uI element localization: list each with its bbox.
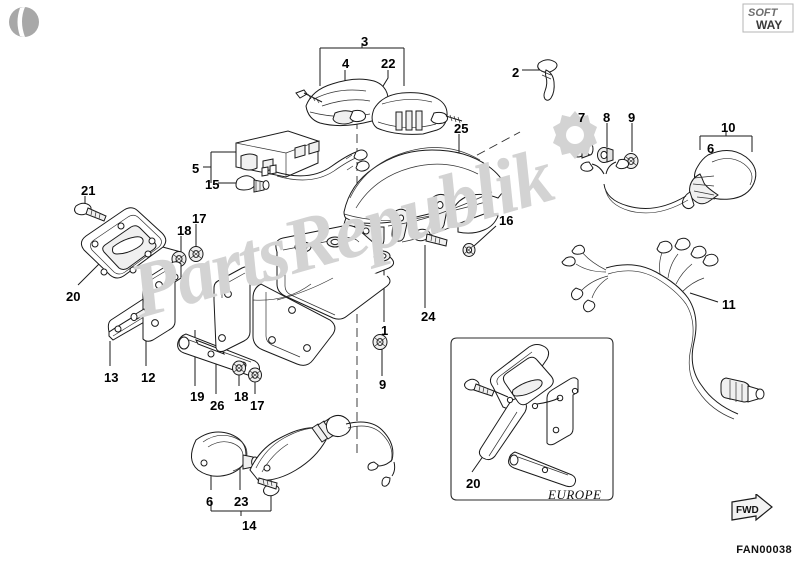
part-support-arm bbox=[213, 266, 251, 353]
callout-c25: 25 bbox=[454, 121, 469, 136]
part-washer-18-lower bbox=[232, 360, 246, 376]
callout-c20: 20 bbox=[66, 289, 81, 304]
part-spacer-8 bbox=[597, 147, 614, 163]
diagram-code: FAN00038 bbox=[736, 544, 792, 556]
part-screw-21 bbox=[74, 202, 107, 222]
callout-c26: 26 bbox=[210, 398, 225, 413]
callout-c3: 3 bbox=[361, 34, 369, 49]
inset-callout-20: 20 bbox=[466, 476, 481, 491]
callout-c17a: 17 bbox=[192, 211, 207, 226]
callout-c5: 5 bbox=[192, 161, 200, 176]
callout-c13: 13 bbox=[104, 370, 119, 385]
split-circle-logo bbox=[9, 7, 39, 37]
part-bracket-12 bbox=[130, 261, 182, 342]
part-bulb-15 bbox=[235, 175, 270, 193]
part-nut-17-upper bbox=[188, 246, 204, 262]
callout-c15: 15 bbox=[205, 177, 220, 192]
svg-text:WAY: WAY bbox=[756, 18, 782, 32]
callout-c4: 4 bbox=[342, 56, 350, 71]
callout-c23: 23 bbox=[234, 494, 249, 509]
europe-inset-box bbox=[450, 337, 614, 501]
gear-icon bbox=[553, 111, 597, 159]
callout-c6b: 6 bbox=[206, 494, 214, 509]
callout-c8: 8 bbox=[603, 110, 611, 125]
part-nut-9-upper bbox=[623, 153, 639, 169]
callout-c7: 7 bbox=[578, 110, 586, 125]
part-bolt-16 bbox=[462, 243, 476, 257]
svg-text:SOFT: SOFT bbox=[748, 7, 779, 19]
part-taillight-lens-22 bbox=[371, 92, 463, 135]
part-nut-17-lower bbox=[248, 367, 262, 383]
callout-c1: 1 bbox=[381, 323, 389, 338]
part-turn-signal-14 bbox=[191, 414, 396, 497]
part-taillight-lens-4 bbox=[295, 78, 389, 127]
part-nut-9-lower bbox=[372, 334, 388, 350]
callout-c10: 10 bbox=[721, 120, 736, 135]
callout-c6a: 6 bbox=[707, 141, 715, 156]
callout-c11: 11 bbox=[722, 297, 736, 312]
callout-c17b: 17 bbox=[250, 398, 265, 413]
svg-text:FWD: FWD bbox=[736, 505, 759, 516]
callout-c22: 22 bbox=[381, 56, 396, 71]
fwd-arrow-icon: FWD bbox=[731, 494, 773, 522]
callout-c12: 12 bbox=[141, 370, 156, 385]
part-tail-fairing-25 bbox=[342, 147, 507, 248]
part-turn-signal-10 bbox=[580, 150, 757, 214]
callout-c9b: 9 bbox=[379, 377, 387, 392]
part-plate-light-5 bbox=[235, 130, 370, 181]
callout-c9a: 9 bbox=[628, 110, 636, 125]
callout-c2: 2 bbox=[512, 65, 520, 80]
part-main-bracket-1 bbox=[252, 225, 395, 366]
callout-c19: 19 bbox=[190, 389, 205, 404]
callout-c16: 16 bbox=[499, 213, 514, 228]
part-wiring-harness-11 bbox=[561, 237, 765, 420]
callout-c21: 21 bbox=[81, 183, 96, 198]
part-plate-holder-20 bbox=[80, 207, 167, 279]
inset-region-label: EUROPE bbox=[548, 487, 602, 502]
part-screw-24 bbox=[413, 228, 448, 247]
callout-c14: 14 bbox=[242, 518, 257, 533]
callout-c18a: 18 bbox=[177, 223, 192, 238]
part-screw-2 bbox=[537, 59, 558, 101]
soft-way-logo: SOFT WAY bbox=[742, 3, 794, 33]
callout-c24: 24 bbox=[421, 309, 436, 324]
callout-c18b: 18 bbox=[234, 389, 249, 404]
